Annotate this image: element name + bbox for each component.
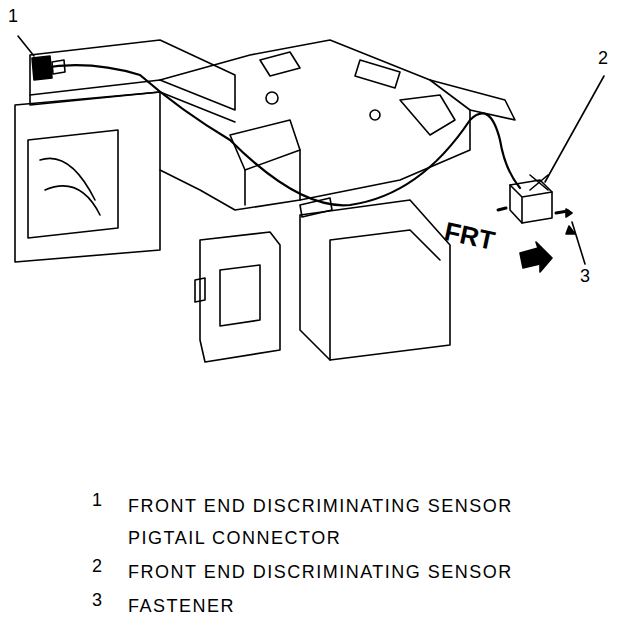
- leader-line: [572, 222, 585, 264]
- fastener-head: [566, 209, 572, 217]
- bracket-opening: [220, 265, 260, 326]
- legend-text: FASTENER: [128, 590, 568, 622]
- pigtail-connector: [32, 56, 52, 80]
- front-arrow: [520, 242, 552, 272]
- harness-connector: [300, 198, 332, 217]
- legend-text: FRONT END DISCRIMINATING SENSOR PIGTAIL …: [128, 490, 558, 554]
- discriminating-sensor: [510, 180, 552, 223]
- callout-number: 3: [580, 266, 590, 288]
- lower-panel: [300, 200, 450, 360]
- bolt-hole: [370, 110, 380, 120]
- legend-number: 1: [92, 490, 102, 512]
- connector-body: [52, 60, 65, 74]
- panel-fold: [330, 230, 440, 360]
- upper-rail: [30, 40, 235, 110]
- leader-line: [18, 36, 34, 56]
- opening-wires: [40, 158, 100, 215]
- leader-arrow: [566, 226, 575, 234]
- fastener: [498, 208, 506, 210]
- right-rail: [430, 80, 515, 120]
- callout-number: 1: [8, 6, 18, 28]
- legend-text: FRONT END DISCRIMINATING SENSOR: [128, 556, 568, 588]
- side-panel: [15, 92, 160, 262]
- lower-bracket: [200, 232, 280, 362]
- callout-number: 2: [598, 48, 608, 70]
- sensor-edge: [510, 185, 552, 223]
- right-bracket: [400, 95, 455, 135]
- bracket-tab: [195, 278, 205, 302]
- wiring-harness: [42, 65, 520, 205]
- rail-edge: [30, 92, 235, 122]
- bolt-hole: [266, 92, 278, 104]
- legend-number: 2: [92, 556, 102, 578]
- box-block: [230, 120, 300, 170]
- legend-number: 3: [92, 590, 102, 612]
- panel-opening: [28, 130, 118, 238]
- tray-details: [260, 52, 400, 88]
- leader-line: [545, 76, 604, 182]
